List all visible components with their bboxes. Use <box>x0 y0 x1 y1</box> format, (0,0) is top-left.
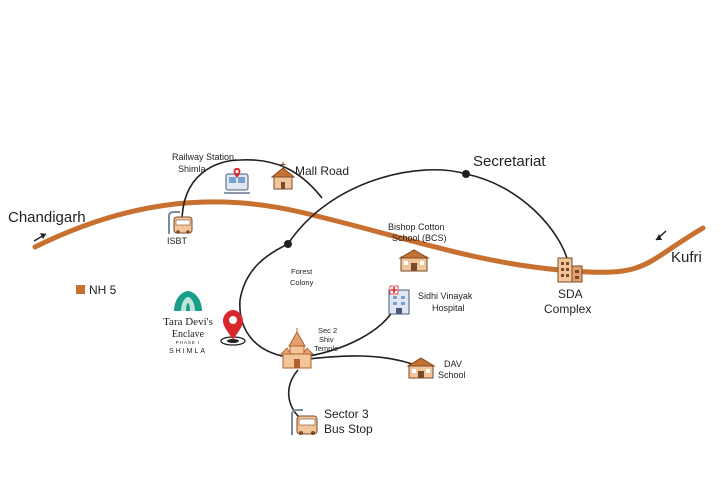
school-icon <box>398 249 430 272</box>
legend-swatch <box>76 285 85 294</box>
label-mall-road: Mall Road <box>295 164 349 178</box>
legend-label: NH 5 <box>89 283 117 297</box>
label-isbt: ISBT <box>167 236 188 246</box>
label-sidhi-vinayak: Sidhi Vinayak <box>418 291 473 301</box>
route-forest-pin-temple <box>239 243 297 359</box>
brand-city: SHIMLA <box>169 348 207 355</box>
hospital-icon <box>388 285 410 315</box>
label-sector3-2: Bus Stop <box>324 422 373 436</box>
route-secretariat-arc <box>287 168 569 263</box>
train-icon <box>224 168 250 194</box>
label-sda: SDA <box>558 287 583 301</box>
label-bishop-cotton-2: School (BCS) <box>392 233 447 243</box>
label-sda-2: Complex <box>544 302 591 316</box>
bus-stop-icon <box>168 211 193 234</box>
brand-phase: PHASE I <box>176 340 201 345</box>
label-dav: DAV <box>444 359 462 369</box>
label-dav-2: School <box>438 370 466 380</box>
label-forest-colony-2: Colony <box>290 278 314 287</box>
school-icon <box>406 357 436 379</box>
brand-enclave: Enclave <box>172 329 205 340</box>
church-icon <box>270 162 296 190</box>
route-isbt-railway-mall <box>181 159 323 223</box>
label-sidhi-vinayak-2: Hospital <box>432 303 465 313</box>
highway-nh5 <box>32 199 706 275</box>
label-bishop-cotton: Bishop Cotton <box>388 222 445 232</box>
label-chandigarh: Chandigarh <box>8 209 86 226</box>
label-sec2-2: Shiv <box>319 335 334 344</box>
junction-secretariat <box>462 170 470 178</box>
brand-logo: Tara Devi's Enclave PHASE I SHIMLA <box>163 291 213 355</box>
arrow-from-chandigarh-icon <box>33 233 47 242</box>
label-railway-station-2: Shimla <box>178 164 206 174</box>
arrow-from-kufri-icon <box>655 230 667 241</box>
brand-name: Tara Devi's <box>163 316 213 328</box>
label-forest-colony: Forest <box>291 267 313 276</box>
location-pin-icon[interactable] <box>220 310 246 346</box>
junction-forest <box>284 240 292 248</box>
bus-stop-icon <box>291 409 318 435</box>
tree-logo-icon <box>174 291 202 311</box>
label-kufri: Kufri <box>671 249 702 266</box>
route-temple-hospital <box>295 304 397 359</box>
label-secretariat: Secretariat <box>473 153 546 170</box>
label-sector3: Sector 3 <box>324 407 369 421</box>
label-sec2-3: Temple <box>314 344 338 353</box>
temple-icon <box>280 328 314 369</box>
legend: NH 5 <box>76 283 117 297</box>
building-icon <box>557 257 583 283</box>
label-railway-station: Railway Station, <box>172 152 237 162</box>
route-temple-dav <box>299 355 421 368</box>
route-temple-sector3 <box>287 369 303 421</box>
label-sec2: Sec 2 <box>318 326 337 335</box>
